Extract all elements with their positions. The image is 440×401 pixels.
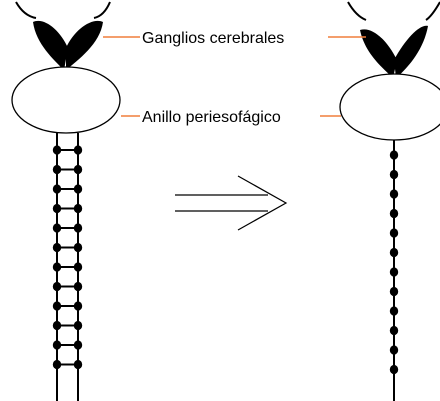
ganglion [74, 282, 82, 291]
ganglion [390, 267, 398, 276]
ganglion [74, 360, 82, 369]
ganglion [53, 262, 61, 271]
left-cerebral-ganglion-right [66, 21, 103, 70]
left-antenna-left [16, 2, 36, 18]
ganglion [74, 145, 82, 154]
transition-arrow-icon [175, 176, 286, 230]
ganglion [53, 282, 61, 291]
right-antenna-left [348, 2, 366, 20]
ganglion [53, 145, 61, 154]
label-ganglia: Ganglios cerebrales [103, 30, 366, 47]
ganglion [74, 204, 82, 213]
ganglion [390, 326, 398, 335]
ganglion [390, 287, 398, 296]
right-periesophageal-ring [340, 74, 440, 140]
ganglion [390, 209, 398, 218]
ganglion [74, 321, 82, 330]
ganglion [390, 170, 398, 179]
label-ring: Anillo periesofágico [121, 109, 341, 126]
ganglion [53, 340, 61, 349]
ganglion [74, 301, 82, 310]
ring-label-text: Anillo periesofágico [142, 109, 281, 126]
ganglion [53, 204, 61, 213]
left-antenna-right [94, 2, 110, 18]
right-nervous-system [340, 2, 440, 401]
ganglion [53, 223, 61, 232]
ganglion [390, 306, 398, 315]
ganglion [74, 340, 82, 349]
ganglion [74, 165, 82, 174]
ganglion [53, 184, 61, 193]
ganglion [53, 301, 61, 310]
left-ventral-nerve-cord [53, 133, 82, 401]
ganglion [390, 228, 398, 237]
ganglion [53, 243, 61, 252]
left-nervous-system [12, 2, 120, 401]
ganglion [390, 345, 398, 354]
ganglion [74, 262, 82, 271]
ganglion [53, 165, 61, 174]
ganglion [53, 321, 61, 330]
ganglion [390, 150, 398, 159]
ganglion [74, 243, 82, 252]
ganglion [390, 189, 398, 198]
left-cerebral-ganglion-left [33, 21, 68, 70]
ganglia-label-text: Ganglios cerebrales [142, 30, 284, 47]
ganglion [74, 184, 82, 193]
ganglion [74, 223, 82, 232]
right-cerebral-ganglion-right [394, 26, 428, 78]
ganglion [390, 248, 398, 257]
ganglion [390, 365, 398, 374]
left-periesophageal-ring [12, 67, 120, 133]
right-ventral-nerve-cord [390, 140, 398, 401]
ganglion [53, 360, 61, 369]
right-antenna-right [426, 2, 440, 20]
